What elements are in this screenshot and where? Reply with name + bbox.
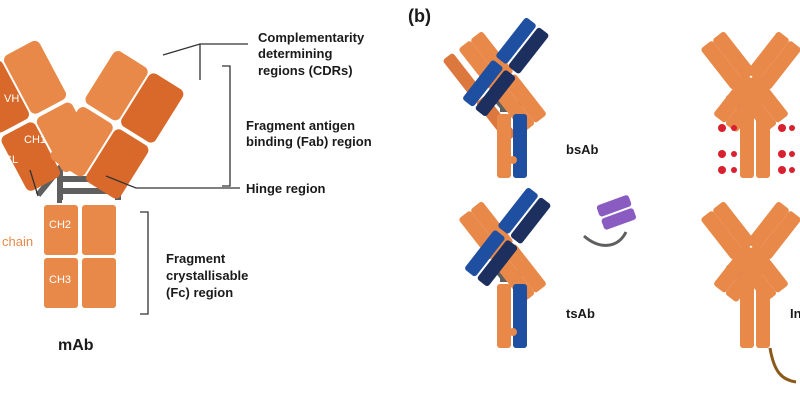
ch2-domain-label: CH2	[49, 219, 71, 231]
tsab-label: tsAb	[566, 306, 595, 321]
hinge-label: Hinge region	[246, 181, 326, 196]
mab-right-fab	[50, 51, 184, 199]
cl-domain-label: CL	[4, 154, 18, 166]
bsab-structure	[443, 17, 549, 178]
cdr-label-line2: determining	[258, 46, 332, 61]
disulfide-bond-2	[58, 188, 122, 194]
fc-bracket	[140, 211, 149, 315]
cdr-label-line1: Complementarity	[258, 30, 365, 45]
vh-domain-label: VH	[4, 93, 19, 105]
ch1-domain-label: CH1	[24, 134, 46, 146]
ch3-left	[44, 258, 78, 308]
annotation-lines	[29, 43, 248, 315]
ch2-left	[44, 205, 78, 255]
mab-title: mAb	[58, 337, 94, 354]
fab-bracket	[222, 65, 231, 187]
annotations: Complementarity determining regions (CDR…	[166, 30, 372, 300]
ch3-domain-label: CH3	[49, 274, 71, 286]
fc-label-line1: Fragment	[166, 251, 226, 266]
fab-label-line1: Fragment antigen	[246, 118, 355, 133]
cdr-leader	[162, 43, 248, 56]
partial-format-label: In	[790, 306, 800, 321]
panel-b-label: (b)	[408, 6, 431, 26]
drug-payloads	[718, 124, 795, 174]
ch2-right	[82, 205, 116, 255]
tsab-structure	[458, 187, 636, 348]
fc-label-line3: (Fc) region	[166, 285, 233, 300]
bsab-label: bsAb	[566, 142, 599, 157]
fc-label-line2: crystallisable	[166, 268, 248, 283]
mab-structure: VH CH1 CL CH2 CH3 chain mAb	[0, 40, 184, 354]
hinge-leader	[29, 169, 240, 197]
partial-antibody-structure	[700, 200, 800, 384]
chain-label: chain	[2, 234, 33, 249]
ch3-right	[82, 258, 116, 308]
conjugated-antibody-structure	[700, 30, 800, 178]
cdr-label-line3: regions (CDRs)	[258, 63, 353, 78]
fab-label-line2: binding (Fab) region	[246, 134, 372, 149]
